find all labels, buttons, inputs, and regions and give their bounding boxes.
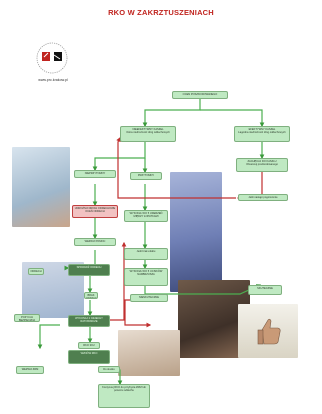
logo-url: www.prc.krakow.pl xyxy=(38,78,68,82)
back-blows-box: WYKONAJ DO 5 UDERZEŃ MIĘDZY ŁOPATKAMI xyxy=(124,210,168,222)
thumbs-up-icon xyxy=(257,318,281,345)
ambulance-box: WEZWIJ ZRM xyxy=(16,366,44,374)
photo-cpr-kneeling xyxy=(12,147,70,227)
check-breath-box: SPRAWDŹ ODDECH xyxy=(68,264,110,276)
abdominal-thrusts-box: WYKONAJ DO 5 UCISKÓW NADBRZUSZA xyxy=(124,268,168,286)
if-no-effect-box: Jeśli brak efektu xyxy=(124,248,168,260)
unconscious-box: NIEPRZYTOMNY xyxy=(74,170,116,178)
photo-back-blows xyxy=(170,172,222,292)
page-title: RKO W ZAKRZTUSZENIACH xyxy=(108,8,214,17)
ineffective-cough-box: NIEEFEKTYWNY KASZEL Ostra niedrożność dr… xyxy=(120,126,176,142)
effective-cough-box: EFEKTYWNY KASZEL Łagodna niedrożność dró… xyxy=(234,126,290,142)
rescue-breaths-box: WYKONAJ 2 OddECHY RATOWNICZE xyxy=(68,315,110,327)
resuscitation-council-logo xyxy=(36,42,68,74)
continue-cpr-box: Kontynuuj RKO do przybycia ZRM lub powro… xyxy=(98,384,150,408)
encourage-cough-box: ZACHĘCAJ DO KASZLU Obserwuj poszkodowane… xyxy=(236,158,288,172)
breathing-box: ODDECH xyxy=(28,268,44,275)
ineffective-result-box: NIESKUTECZNE xyxy=(130,294,168,302)
recovery-position-box: POZYCJA BEZPIECZNA xyxy=(14,314,40,322)
effective-result-box: SKUTECZNE xyxy=(248,285,282,295)
assess-victim-box: OCEN POSZKODOWANEGO xyxy=(172,91,228,99)
no-breath-box: BRAK ODDECHU xyxy=(84,292,98,299)
resume-cpr-box: WZNÓW RKO xyxy=(68,350,110,364)
until-effect-box: Do skutku xyxy=(98,366,120,373)
worsening-box: Jeśli nastąpi pogorszenie xyxy=(238,194,288,201)
call-help-box: WEZWIJ POMOC xyxy=(74,238,116,246)
cpr-box: RKO 30:2 xyxy=(78,342,100,349)
open-airway-box: UDROŻNIJ DROGI ODDECHOWE OCEŃ ODDECH xyxy=(72,205,118,218)
photo-rescue-breath xyxy=(118,330,180,376)
conscious-box: PRZYTOMNY xyxy=(130,172,162,180)
